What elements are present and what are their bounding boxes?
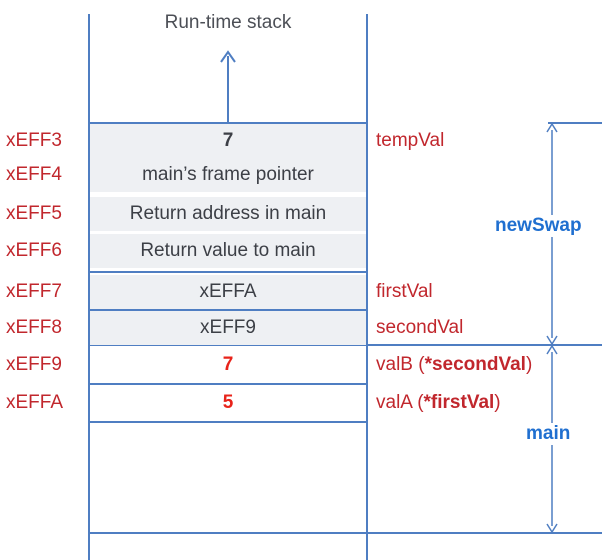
stack-cell: xEFF9 bbox=[90, 311, 366, 345]
label-bold: *firstVal bbox=[423, 392, 495, 413]
variable-label: valB (*secondVal) bbox=[376, 348, 532, 382]
frame-boundary bbox=[368, 344, 602, 346]
variable-label: tempVal bbox=[376, 130, 445, 151]
address-label: xEFF4 bbox=[6, 164, 62, 185]
stack-title: Run-time stack bbox=[164, 12, 292, 33]
address-label: xEFF8 bbox=[6, 317, 62, 338]
variable-label: secondVal bbox=[376, 317, 464, 338]
label-suffix: ) bbox=[494, 392, 501, 413]
row-divider bbox=[88, 421, 368, 423]
stack-cell: 5 bbox=[90, 386, 366, 420]
row-divider bbox=[88, 309, 368, 311]
row-divider bbox=[88, 344, 368, 346]
label-bold: *secondVal bbox=[424, 354, 526, 375]
label-suffix: ) bbox=[525, 354, 533, 375]
address-label: xEFF6 bbox=[6, 240, 62, 261]
main-frame-label: main bbox=[524, 423, 573, 445]
stack-cell: Return address in main bbox=[90, 197, 366, 231]
row-divider bbox=[88, 383, 368, 385]
bottom-divider bbox=[88, 532, 602, 534]
label-prefix: valA ( bbox=[376, 392, 424, 413]
address-label: xEFF3 bbox=[6, 130, 62, 151]
row-divider bbox=[88, 122, 368, 124]
variable-label: valA (*firstVal) bbox=[376, 386, 501, 420]
stack-cell: 7 bbox=[90, 124, 366, 158]
up-arrow-icon bbox=[220, 50, 236, 122]
stack-cell: Return value to main bbox=[90, 234, 366, 268]
stack-right-border bbox=[366, 14, 368, 560]
address-label: xEFF5 bbox=[6, 203, 62, 224]
stack-cell: main’s frame pointer bbox=[90, 158, 366, 192]
variable-label: firstVal bbox=[376, 281, 433, 302]
stack-cell: 7 bbox=[90, 348, 366, 382]
newswap-frame-label: newSwap bbox=[493, 215, 584, 237]
stack-cell: xEFFA bbox=[90, 275, 366, 309]
newswap-top-boundary bbox=[548, 122, 602, 124]
label-prefix: valB ( bbox=[376, 354, 425, 375]
address-label: xEFFA bbox=[6, 392, 64, 413]
stack-left-border bbox=[88, 14, 90, 560]
address-label: xEFF9 bbox=[6, 354, 62, 375]
row-divider bbox=[88, 271, 368, 273]
address-label: xEFF7 bbox=[6, 281, 62, 302]
